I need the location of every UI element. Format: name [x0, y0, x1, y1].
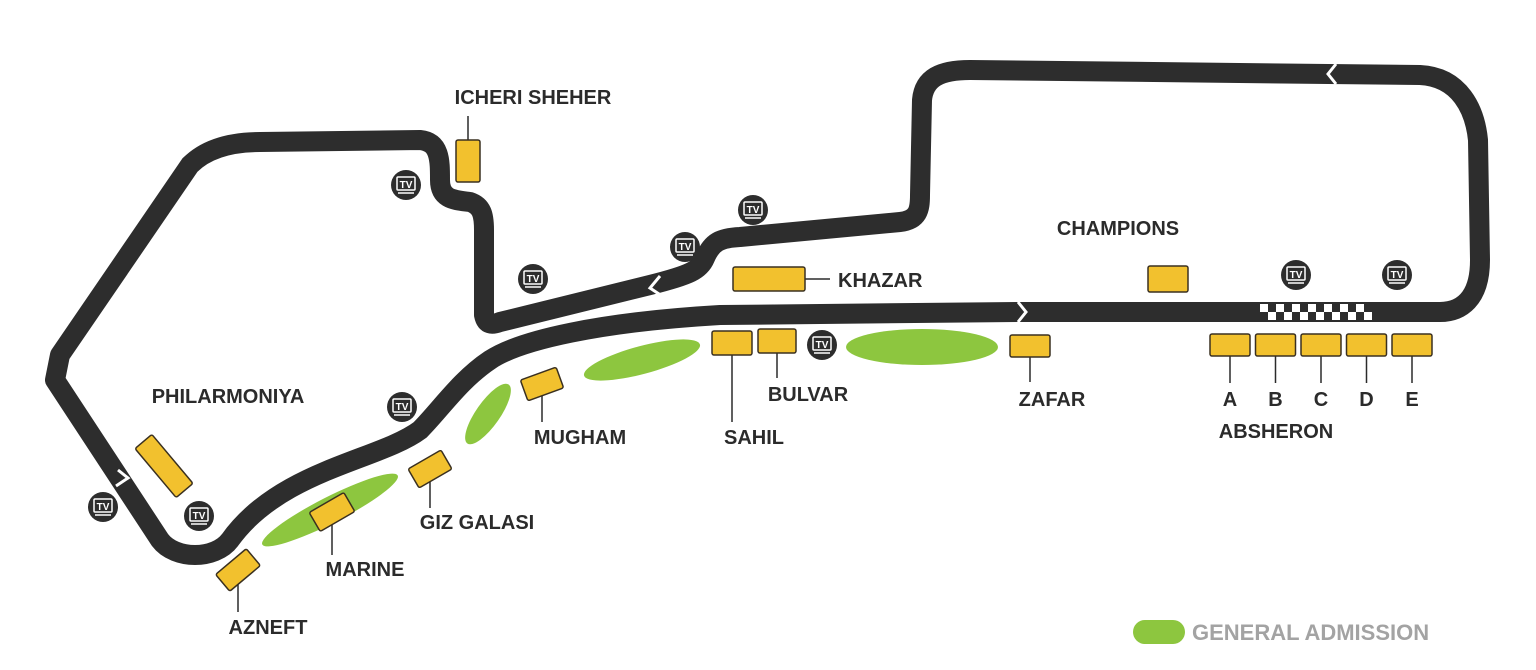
stand-mugham[interactable]: MUGHAM [520, 366, 626, 449]
stand-giz-galasi[interactable]: GIZ GALASI [408, 449, 534, 534]
tv-camera-icon: TV [738, 195, 768, 225]
stand-absheron[interactable]: A B C D E ABSHERON [1209, 333, 1433, 443]
tv-label: TV [747, 205, 760, 216]
tv-camera-icon: TV [518, 264, 548, 294]
checker-square [1284, 312, 1292, 320]
stand-label: BULVAR [768, 384, 849, 406]
tv-label: TV [816, 340, 829, 351]
general-admission-area [846, 329, 998, 365]
tv-label: TV [400, 180, 413, 191]
sector-marker [115, 468, 131, 488]
section-label: D [1359, 389, 1373, 411]
section-label: B [1268, 389, 1282, 411]
stand-icheri-sheher[interactable]: ICHERI SHEHER [455, 87, 612, 183]
stand-label: CHAMPIONS [1057, 218, 1179, 240]
stand-sahil[interactable]: SAHIL [711, 330, 784, 449]
checker-square [1364, 312, 1372, 320]
legend-label: GENERAL ADMISSION [1192, 620, 1429, 645]
tv-label: TV [527, 274, 540, 285]
tv-camera-icon: TV [88, 492, 118, 522]
tv-camera-icon: TV [1382, 260, 1412, 290]
checker-square [1340, 304, 1348, 312]
tv-label: TV [97, 502, 110, 513]
tv-camera-icon: TV [1281, 260, 1311, 290]
tv-camera-icon: TV [670, 232, 700, 262]
race-track [45, 60, 1490, 565]
checker-square [1292, 304, 1300, 312]
stand-label: ABSHERON [1219, 421, 1333, 443]
stand-label: ZAFAR [1019, 389, 1086, 411]
tv-camera-icon: TV [387, 392, 417, 422]
tv-label: TV [1290, 270, 1303, 281]
stand-marine[interactable]: MARINE [309, 492, 404, 581]
stand-azneft[interactable]: AZNEFT [215, 548, 308, 639]
stand-label: MARINE [326, 559, 405, 581]
absheron-section-a[interactable]: A [1209, 333, 1251, 411]
sector-marker [1016, 301, 1028, 323]
checker-square [1260, 304, 1268, 312]
stand-label: GIZ GALASI [420, 512, 534, 534]
start-finish-line [1260, 304, 1372, 320]
absheron-section-c[interactable]: C [1300, 333, 1342, 411]
checker-square [1332, 312, 1340, 320]
stand-champions[interactable]: CHAMPIONS [1057, 218, 1189, 293]
tv-label: TV [1391, 270, 1404, 281]
checker-square [1356, 304, 1364, 312]
tv-label: TV [396, 402, 409, 413]
checker-square [1348, 312, 1356, 320]
section-label: E [1405, 389, 1418, 411]
general-admission-area [465, 383, 511, 445]
legend: GENERAL ADMISSION [1133, 620, 1429, 645]
sector-marker [1326, 63, 1338, 85]
tv-label: TV [679, 242, 692, 253]
checker-square [1268, 312, 1276, 320]
tv-camera-icon: TV [391, 170, 421, 200]
sector-marker [647, 275, 663, 298]
stand-label: AZNEFT [229, 617, 308, 639]
absheron-section-e[interactable]: E [1391, 333, 1433, 411]
stand-label: ICHERI SHEHER [455, 87, 612, 109]
section-label: C [1314, 389, 1328, 411]
checker-square [1324, 304, 1332, 312]
tv-camera-icon: TV [807, 330, 837, 360]
stand-label: SAHIL [724, 427, 784, 449]
stand-label: KHAZAR [838, 270, 923, 292]
checker-square [1316, 312, 1324, 320]
legend-swatch-general-admission [1133, 620, 1185, 644]
tv-camera-icon: TV [184, 501, 214, 531]
general-admission-area [583, 339, 701, 381]
stand-zafar[interactable]: ZAFAR [1009, 334, 1086, 411]
stand-philarmoniya[interactable]: PHILARMONIYA [135, 386, 304, 498]
stand-label: MUGHAM [534, 427, 626, 449]
stand-label: PHILARMONIYA [152, 386, 305, 408]
checker-square [1276, 304, 1284, 312]
stand-khazar[interactable]: KHAZAR [732, 266, 923, 292]
checker-square [1300, 312, 1308, 320]
stand-bulvar[interactable]: BULVAR [757, 328, 849, 406]
tv-label: TV [193, 511, 206, 522]
absheron-section-b[interactable]: B [1254, 333, 1297, 411]
section-label: A [1223, 389, 1237, 411]
absheron-section-d[interactable]: D [1345, 333, 1388, 411]
checker-square [1308, 304, 1316, 312]
